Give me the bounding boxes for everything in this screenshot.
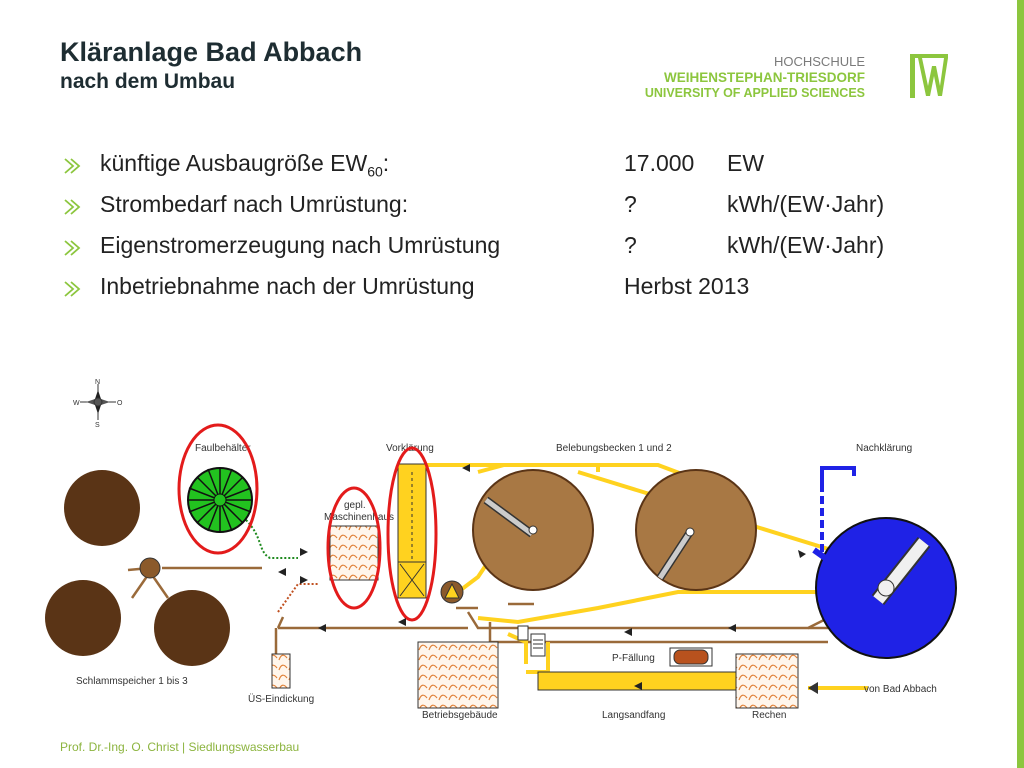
sludge-tank-3 [154,590,230,666]
label-faulbehaelter: Faulbehälter [195,443,251,454]
sludge-distributor [139,557,161,579]
hw-logo-icon [910,54,948,98]
bullet-row: Inbetriebnahme nach der Umrüstung Herbst… [62,273,942,314]
outlet-valve [812,547,830,563]
label-schlammspeicher: Schlammspeicher 1 bis 3 [76,676,188,687]
bullet-value: ? [624,232,637,258]
logo-line-1: HOCHSCHULE [773,54,865,69]
bullet-unit: kWh/(EW·Jahr) [727,232,885,258]
title-main: Kläranlage Bad Abbach [60,37,363,67]
bullet-value: Herbst 2013 [624,273,750,299]
aeration-tank-2 [635,469,757,591]
logo-line-2: WEIHENSTEPHAN-TRIESDORF [663,70,865,85]
label-belebungsbecken: Belebungsbecken 1 und 2 [556,443,672,454]
university-logo: HOCHSCHULE WEIHENSTEPHAN-TRIESDORF UNIVE… [645,52,983,108]
slide-title: Kläranlage Bad Abbach nach dem Umbau [60,36,362,96]
title-sub: nach dem Umbau [60,70,236,93]
digester [187,467,253,533]
label-von-bad-abbach: von Bad Abbach [864,684,937,695]
double-chevron-icon [64,158,81,174]
label-maschinenhaus-1: gepl. [344,500,366,511]
bullet-value: ? [624,191,637,217]
bullet-value: 17.000 [624,150,695,176]
bullet-unit: kWh/(EW·Jahr) [727,191,885,217]
sludge-tank-2 [45,580,121,656]
highlight-faulbehaelter [177,423,259,555]
footer-text: Prof. Dr.-Ing. O. Christ | Siedlungswass… [60,740,300,754]
label-nachklaerung: Nachklärung [856,443,912,454]
primary-clarifier [397,463,427,599]
biogas-pipe [277,583,318,613]
logo-line-3: UNIVERSITY OF APPLIED SCIENCES [644,86,865,100]
bullet-row: Eigenstromerzeugung nach Umrüstung ? kWh… [62,232,942,273]
compass-o: O [117,400,123,407]
compass-n: N [95,379,100,386]
label-p-faellung: P-Fällung [612,653,655,664]
aeration-tank-1 [472,469,594,591]
highlight-maschinenhaus [326,486,382,610]
machine-house [329,525,379,581]
label-maschinenhaus-2: Maschinenhaus [324,512,394,523]
inflow-arrow [808,682,818,694]
blower-icon [530,633,546,657]
bullet-label: Inbetriebnahme nach der Umrüstung [100,273,475,299]
highlight-vorklaerung [386,446,438,622]
compass-s: S [95,422,100,429]
bullet-row: künftige Ausbaugröße EW60: 17.000 EW [62,150,942,191]
compass-w: W [73,400,80,407]
bullet-list: künftige Ausbaugröße EW60: 17.000 EW Str… [62,150,942,314]
plant-diagram: N S W O Faulbehälter Vorklärung Belebung… [45,379,957,721]
bullet-row: Strombedarf nach Umrüstung: ? kWh/(EW·Ja… [62,191,942,232]
bullet-unit: EW [727,150,765,176]
thickener [271,653,291,689]
label-ues-eindickung: ÜS-Eindickung [248,693,314,705]
double-chevron-icon [64,199,81,215]
gas-pipe [245,519,298,559]
outlet-pipe [820,466,856,484]
double-chevron-icon [64,240,81,256]
double-chevron-icon [64,281,81,297]
sludge-tank-1 [64,470,140,546]
compass-icon [80,384,116,420]
screen-building [735,653,799,709]
pump-icon [440,580,464,604]
bullet-label: Eigenstromerzeugung nach Umrüstung [100,232,501,258]
label-rechen: Rechen [752,710,786,721]
bullet-label: künftige Ausbaugröße EW60: [100,150,390,180]
secondary-clarifier [815,517,957,659]
bullet-label: Strombedarf nach Umrüstung: [100,191,409,217]
flow-arrows [278,464,806,690]
operations-building [417,641,499,709]
small-box [517,625,529,641]
accent-bar [1017,0,1024,768]
label-langsandfang: Langsandfang [602,710,665,721]
label-betriebsgebaeude: Betriebsgebäude [422,710,498,721]
